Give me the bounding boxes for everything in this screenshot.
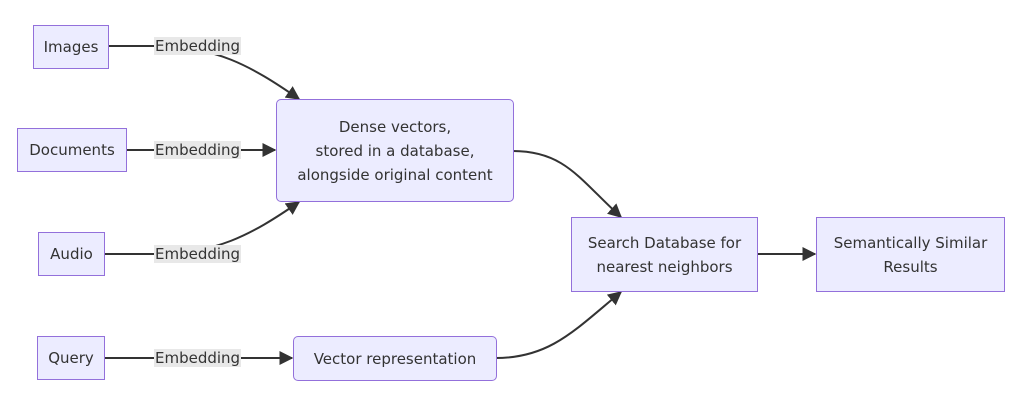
node-dense-vectors-line-2: stored in a database, bbox=[315, 141, 475, 160]
edge-label-images-embedding: Embedding bbox=[154, 37, 242, 55]
node-vector-representation-label: Vector representation bbox=[313, 349, 477, 368]
node-query: Query bbox=[37, 336, 105, 380]
node-documents: Documents bbox=[17, 128, 127, 172]
node-results-line-1: Semantically Similar bbox=[833, 233, 988, 252]
node-results-line-2: Results bbox=[883, 257, 938, 276]
node-images: Images bbox=[33, 25, 109, 69]
node-search-database-line-1: Search Database for bbox=[587, 233, 742, 252]
edge-label-audio-embedding: Embedding bbox=[154, 245, 242, 263]
node-images-label: Images bbox=[43, 38, 99, 56]
node-dense-vectors: Dense vectors, stored in a database, alo… bbox=[276, 99, 514, 202]
edge-label-query-embedding: Embedding bbox=[154, 349, 242, 367]
node-documents-label: Documents bbox=[29, 141, 115, 159]
node-search-database-line-2: nearest neighbors bbox=[596, 257, 733, 276]
edge-label-documents-embedding: Embedding bbox=[154, 141, 242, 159]
node-results: Semantically Similar Results bbox=[816, 217, 1005, 292]
node-vector-representation: Vector representation bbox=[293, 336, 497, 381]
edge-vector-representation-to-search bbox=[495, 291, 623, 359]
node-dense-vectors-line-3: alongside original content bbox=[297, 165, 493, 184]
node-audio: Audio bbox=[38, 232, 105, 276]
node-search-database: Search Database for nearest neighbors bbox=[571, 217, 758, 292]
node-audio-label: Audio bbox=[50, 245, 93, 263]
edge-dense-vectors-to-search bbox=[512, 150, 623, 218]
node-dense-vectors-line-1: Dense vectors, bbox=[338, 117, 452, 136]
node-query-label: Query bbox=[48, 349, 94, 367]
